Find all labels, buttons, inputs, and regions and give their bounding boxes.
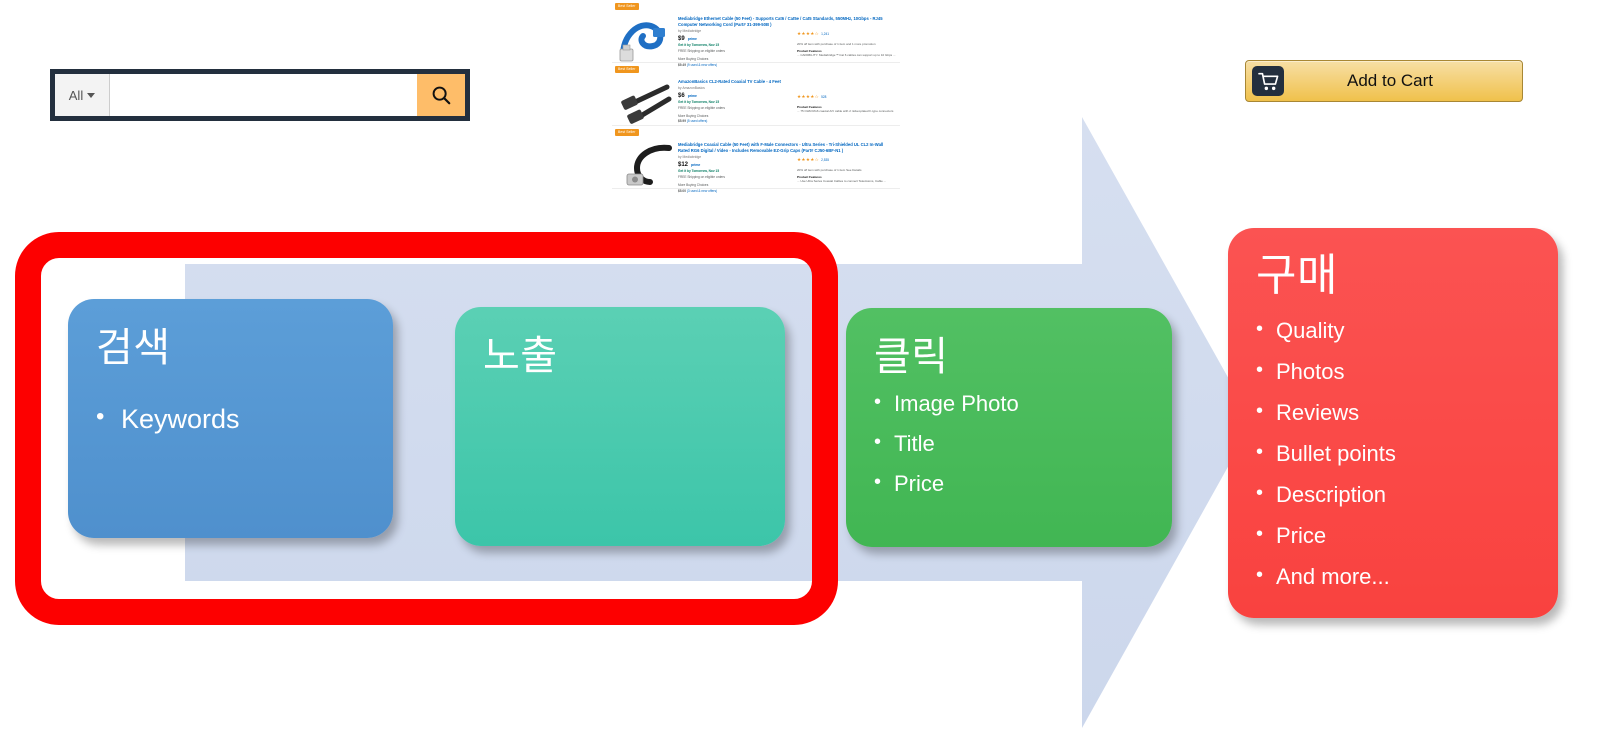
product-title[interactable]: Mediabridge Coaxial Cable (50 Feet) with…	[678, 142, 884, 154]
prime-badge: prime	[687, 37, 697, 42]
more-choices-label: More Buying Choices	[678, 182, 709, 187]
list-item: Quality	[1256, 319, 1530, 342]
table-row[interactable]: Best Seller Mediabridge Ethernet Cable (…	[612, 0, 900, 67]
shipping-note: FREE Shipping on eligible orders	[678, 174, 725, 179]
best-seller-badge: Best Seller	[615, 129, 639, 137]
rating-stars: ★★★★☆	[797, 157, 820, 162]
price-value: $6	[678, 93, 685, 100]
product-meta: ★★★★☆2,535 20% off item with purchase of…	[797, 148, 897, 183]
delivery-estimate: Get it by Tomorrow, Nov 15	[678, 43, 896, 48]
choices-price-value: $5.99	[678, 119, 686, 124]
amazon-search-bar[interactable]: All	[50, 69, 470, 121]
product-price: $9 prime	[678, 36, 896, 42]
funnel-stage-bullets: Keywords	[96, 405, 365, 433]
list-item: And more...	[1256, 565, 1530, 588]
price-value: $12	[678, 162, 689, 169]
funnel-stage-search[interactable]: 검색 Keywords	[68, 299, 393, 538]
product-brand: by Mediabridge	[678, 155, 702, 160]
features-label: Product Features	[797, 48, 822, 53]
list-item: Bullet points	[1256, 442, 1530, 465]
promotion-text: 20% off item with purchase of 1 item and…	[797, 42, 876, 46]
review-count[interactable]: 528	[821, 95, 827, 99]
delivery-text: Get it by Tomorrow, Nov 15	[678, 43, 720, 48]
shipping-note: FREE Shipping on eligible orders	[678, 105, 725, 110]
funnel-stage-bullets: Quality Photos Reviews Bullet points Des…	[1256, 319, 1530, 588]
promotion-text: 20% off item with purchase of 1 item See…	[797, 168, 862, 172]
more-choices-price: $5.99 (5 used offers)	[678, 119, 896, 124]
choices-price-value: $5.00	[678, 188, 686, 193]
best-seller-badge: Best Seller	[615, 66, 639, 74]
funnel-stage-title: 노출	[483, 334, 558, 378]
list-item: Image Photo	[874, 392, 1144, 415]
add-to-cart-button[interactable]: Add to Cart	[1245, 60, 1523, 102]
funnel-stage-click[interactable]: 클릭 Image Photo Title Price	[846, 308, 1172, 547]
choices-offers[interactable]: (5 used offers)	[686, 119, 708, 124]
features-text: ... 75 OHM RG6 coaxial A/V cable with 2 …	[797, 109, 894, 113]
delivery-estimate: Get it by Tomorrow, Nov 15	[678, 169, 896, 174]
list-item: Photos	[1256, 360, 1530, 383]
features-label: Product Features	[797, 105, 822, 109]
best-seller-badge: Best Seller	[615, 3, 639, 11]
product-title[interactable]: Mediabridge Ethernet Cable (50 Feet) - S…	[678, 16, 883, 28]
product-price: $6 prime	[678, 93, 896, 99]
prime-badge: prime	[687, 94, 697, 99]
delivery-estimate: Get it by Tomorrow, Nov 15	[678, 100, 896, 105]
features-text: ... Use Ultra Series Coaxial Cables to c…	[797, 178, 887, 183]
shipping-note: FREE Shipping on eligible orders	[678, 48, 725, 53]
search-category-dropdown[interactable]: All	[55, 74, 110, 116]
product-price: $12 prime	[678, 162, 896, 168]
product-thumbnail	[616, 77, 674, 129]
prime-badge: prime	[691, 163, 701, 168]
rating-stars: ★★★★☆	[797, 94, 820, 99]
list-item: Reviews	[1256, 401, 1530, 424]
search-input[interactable]	[110, 74, 417, 116]
product-meta: ★★★★☆528 Product Features ... 75 OHM RG6…	[797, 85, 897, 114]
funnel-stage-title: 검색	[96, 326, 171, 370]
search-submit-button[interactable]	[417, 74, 465, 116]
search-icon	[432, 86, 451, 105]
search-category-label: All	[68, 87, 84, 103]
review-count[interactable]: 2,535	[821, 158, 830, 162]
list-item: Title	[874, 432, 1144, 455]
price-value: $9	[678, 36, 685, 43]
product-thumbnail	[616, 14, 674, 66]
product-brand: by Mediabridge	[678, 29, 702, 34]
features-label: Product Features	[797, 174, 822, 179]
more-choices-price: $9.49 (9 used & new offers)	[678, 63, 896, 68]
list-item: Price	[874, 472, 1144, 495]
features-text: ... CAPABILITY: Mediabridge™ Cat 6 cable…	[797, 52, 896, 57]
add-to-cart-label: Add to Cart	[1347, 71, 1433, 90]
list-item: Description	[1256, 483, 1530, 506]
chevron-down-icon	[87, 92, 96, 98]
product-brand: by AmazonBasics	[678, 86, 705, 91]
choices-offers[interactable]: (3 used & new offers)	[686, 188, 718, 193]
funnel-stage-title: 클릭	[874, 335, 949, 379]
delivery-text: Get it by Tomorrow, Nov 15	[678, 169, 720, 174]
list-item: Keywords	[96, 405, 365, 433]
table-row[interactable]: Best Seller Mediabridge Coaxial Cable (5…	[612, 126, 900, 193]
product-meta: ★★★★☆1,241 20% off item with purchase of…	[797, 22, 897, 57]
funnel-stage-purchase[interactable]: 구매 Quality Photos Reviews Bullet points …	[1228, 228, 1558, 618]
choices-price-value: $9.49	[678, 62, 686, 67]
ethernet-cable-icon	[619, 22, 665, 62]
rating-stars: ★★★★☆	[797, 31, 820, 36]
review-count[interactable]: 1,241	[821, 32, 830, 36]
more-choices-price: $5.00 (3 used & new offers)	[678, 189, 896, 194]
more-choices-label: More Buying Choices	[678, 56, 709, 61]
shopping-cart-icon	[1252, 66, 1284, 96]
product-title[interactable]: AmazonBasics CL2-Rated Coaxial TV Cable …	[678, 79, 781, 84]
list-item: Price	[1256, 524, 1530, 547]
funnel-stage-exposure[interactable]: 노출	[455, 307, 785, 546]
more-choices-label: More Buying Choices	[678, 113, 709, 118]
delivery-text: Get it by Tomorrow, Nov 15	[678, 100, 720, 105]
search-results-list: Best Seller Mediabridge Ethernet Cable (…	[612, 0, 900, 193]
table-row[interactable]: Best Seller AmazonBasics CL2-Rated Coaxi…	[612, 63, 900, 126]
funnel-stage-title: 구매	[1256, 251, 1338, 300]
choices-offers[interactable]: (9 used & new offers)	[686, 62, 718, 67]
product-thumbnail	[616, 140, 674, 192]
funnel-stage-bullets: Image Photo Title Price	[874, 392, 1144, 495]
coaxial-cable-icon	[626, 144, 672, 186]
coaxial-cable-icon	[621, 84, 672, 124]
